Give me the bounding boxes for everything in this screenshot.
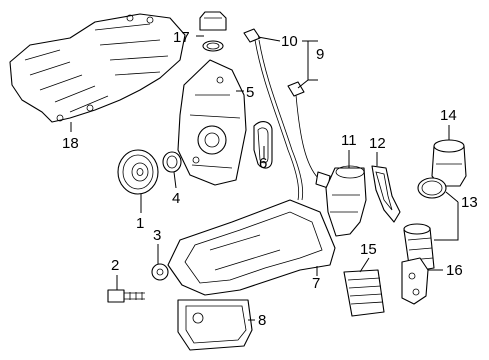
callout-3: 3	[153, 227, 161, 244]
callout-9: 9	[316, 46, 324, 63]
callout-16: 16	[446, 262, 463, 279]
oil-cooler	[343, 269, 385, 317]
callout-8: 8	[258, 312, 266, 329]
callout-10: 10	[281, 33, 298, 50]
callout-12: 12	[369, 135, 386, 152]
callout-14: 14	[440, 107, 457, 124]
timing-cover	[177, 59, 247, 186]
oil-filler-cap	[199, 11, 227, 52]
housing-gasket	[371, 165, 401, 223]
callout-1: 1	[136, 215, 144, 232]
crankshaft-seal	[162, 151, 182, 173]
upper-oil-pan	[167, 199, 336, 296]
intake-manifold	[9, 13, 186, 123]
callout-15: 15	[360, 241, 377, 258]
callout-4: 4	[172, 190, 180, 207]
oil-filter-housing	[325, 165, 367, 237]
crankshaft-pulley	[117, 149, 159, 195]
callout-18: 18	[62, 135, 79, 152]
callout-17: 17	[173, 29, 190, 46]
cover-gasket	[253, 121, 273, 169]
leader-lines	[70, 35, 459, 321]
drain-washer	[151, 263, 169, 281]
filter-cap	[431, 139, 467, 187]
lower-oil-pan	[177, 299, 253, 351]
callout-6: 6	[259, 155, 267, 172]
callout-13: 13	[461, 194, 478, 211]
callout-11: 11	[341, 132, 357, 149]
cooler-bracket	[401, 257, 429, 305]
callout-2: 2	[111, 257, 119, 274]
callout-5: 5	[246, 84, 254, 101]
callout-7: 7	[312, 275, 320, 292]
drain-bolt	[107, 289, 145, 303]
oil-dipstick	[243, 28, 331, 201]
filter-o-ring	[417, 177, 447, 199]
